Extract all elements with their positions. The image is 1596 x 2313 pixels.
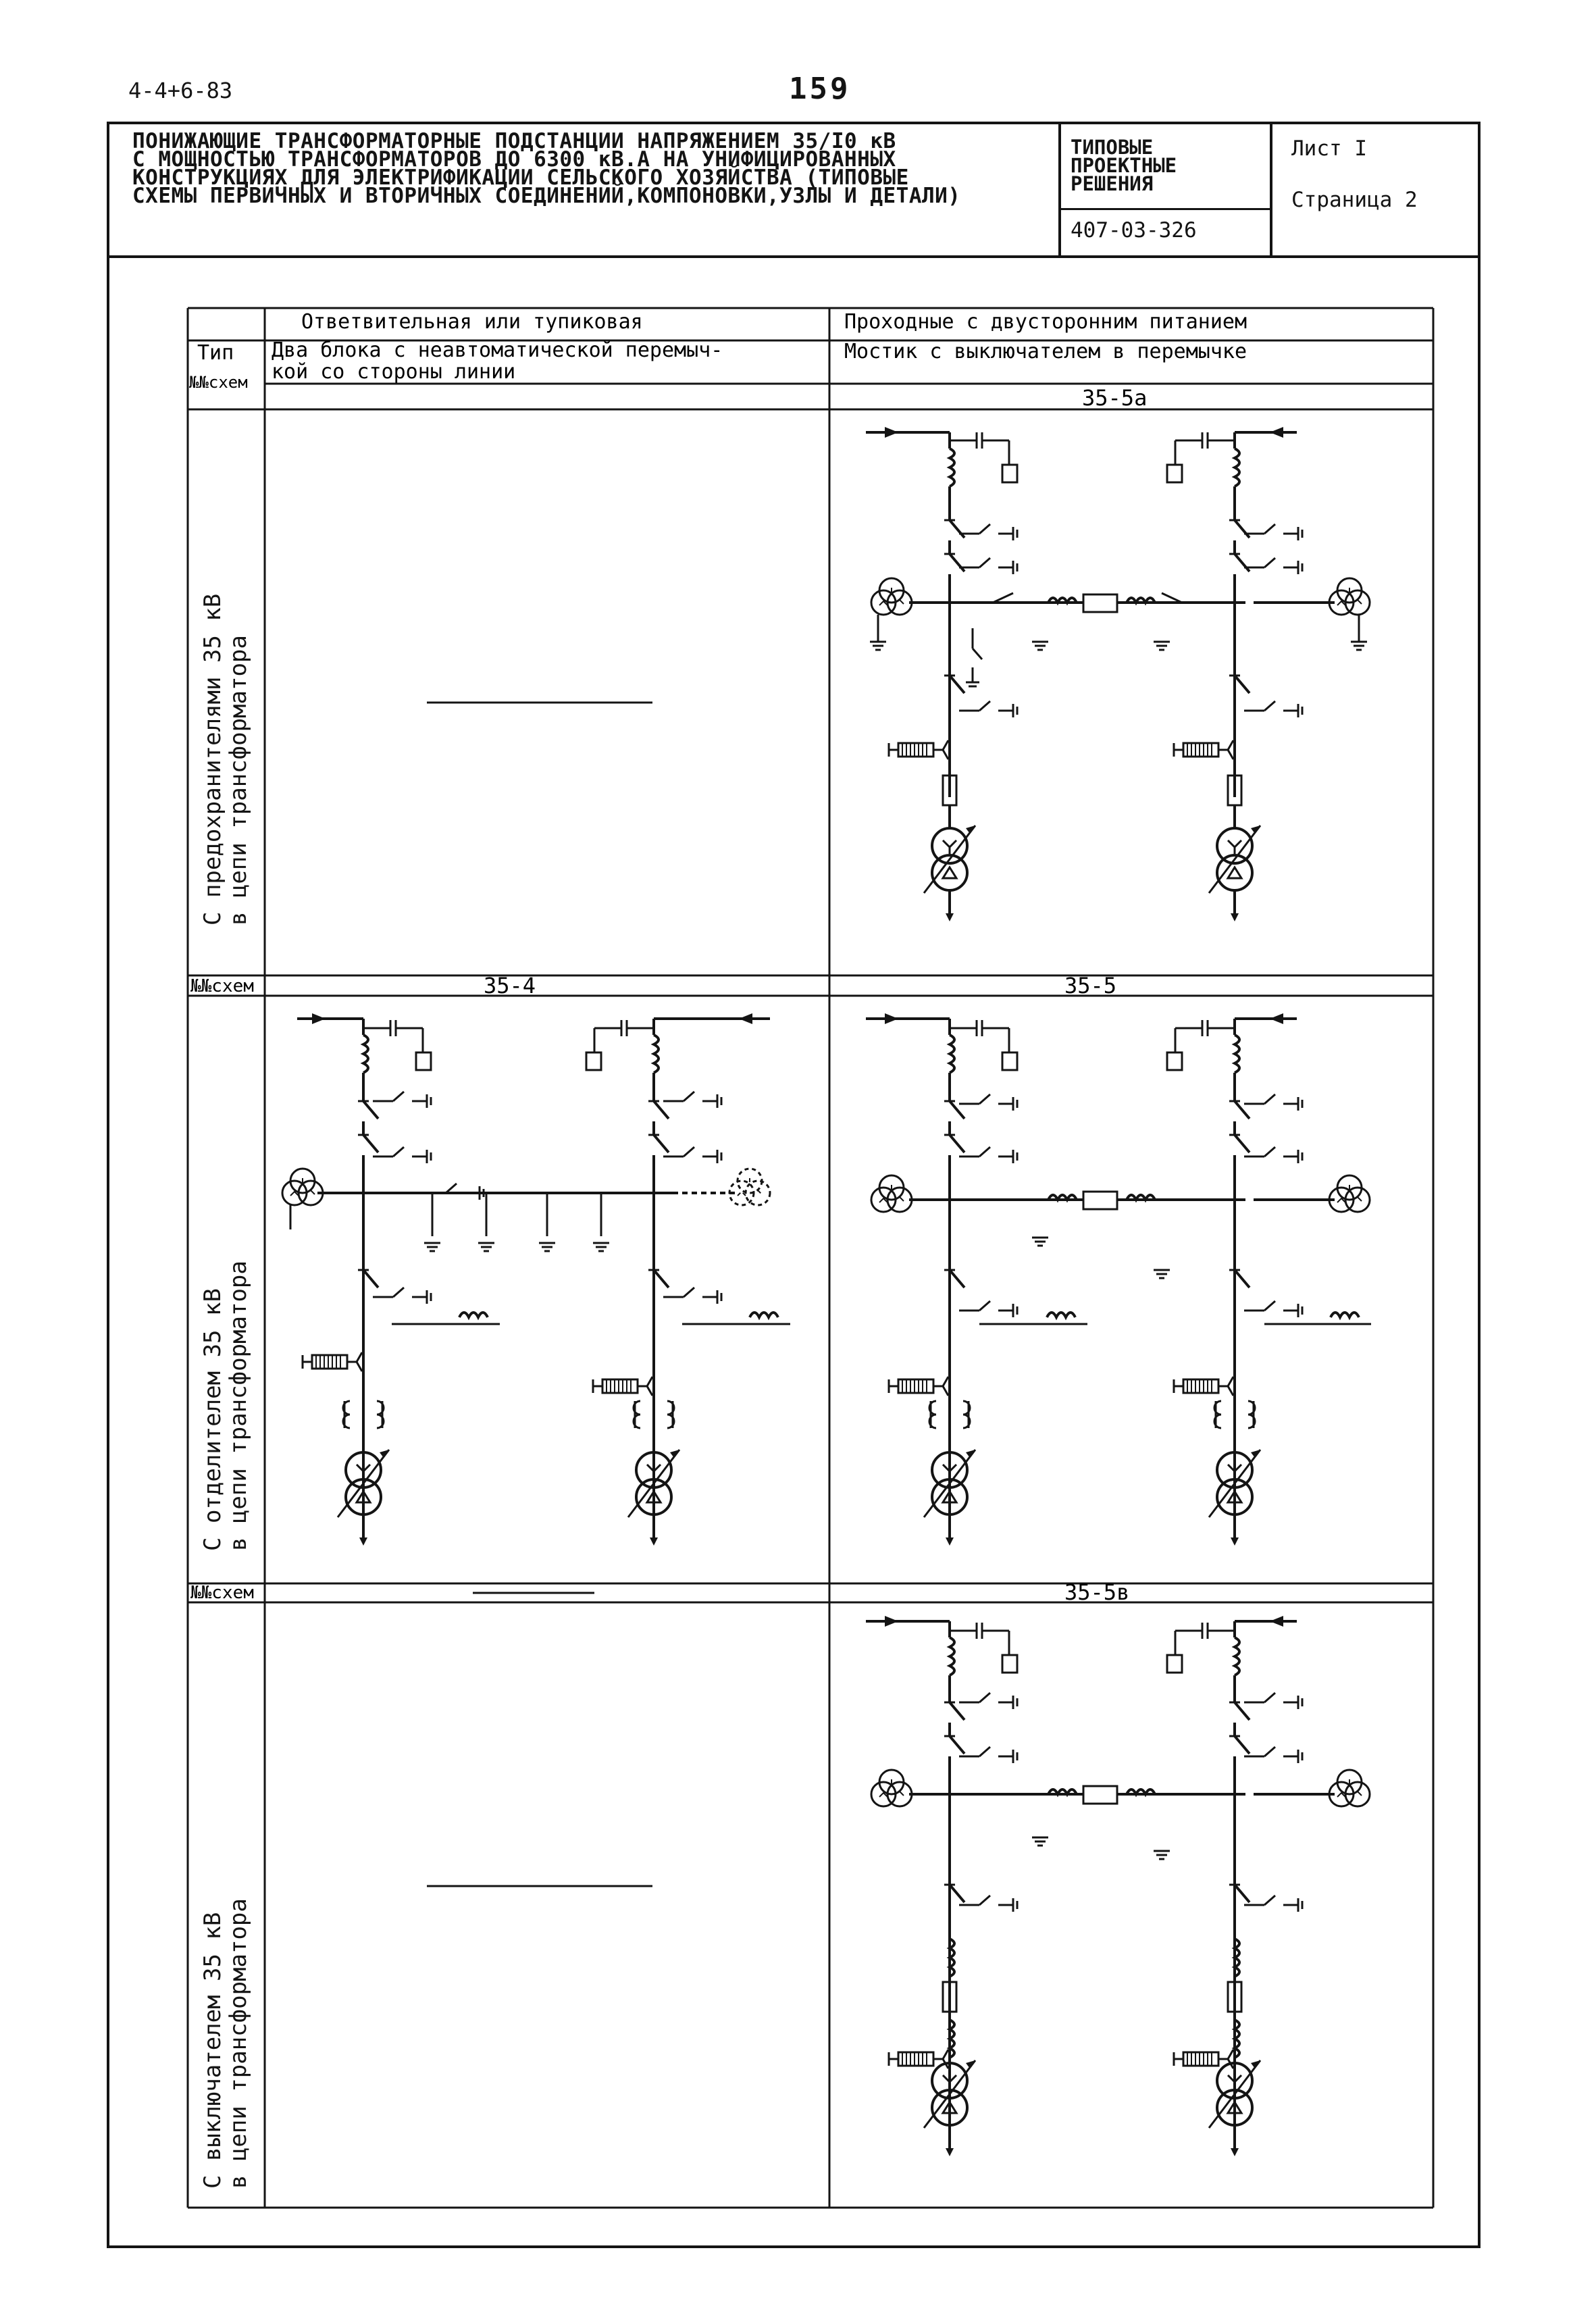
project-code: 407-03-326 — [1071, 218, 1197, 243]
page-number: 159 — [789, 72, 851, 106]
row-label-breaker: С выключателем 35 кВ в цепи трансформато… — [199, 1898, 252, 2189]
title-line: КОНСТРУКЦИЯХ ДЛЯ ЭЛЕКТРИФИКАЦИИ СЕЛЬСКОГ… — [132, 166, 909, 190]
col2-header: Проходные с двусторонним питанием — [844, 310, 1247, 334]
type-label: Тип — [197, 341, 234, 365]
row-label-line: С отделителем 35 кВ — [199, 1288, 226, 1551]
row-label-fuses: С предохранителями 35 кВ в цепи трансфор… — [199, 593, 252, 925]
category-line: РЕШЕНИЯ — [1071, 172, 1154, 195]
category-block: ТИПОВЫЕ ПРОЕКТНЫЕ РЕШЕНИЯ — [1071, 136, 1177, 195]
page-label: Страница 2 — [1291, 188, 1418, 212]
category-line: ПРОЕКТНЫЕ — [1071, 154, 1177, 177]
scheme-label-35-5a: 35-5а — [1082, 385, 1147, 411]
col2-sub: Мостик с выключателем в перемычке — [844, 340, 1247, 363]
title-line: СХЕМЫ ПЕРВИЧНЫХ И ВТОРИЧНЫХ СОЕДИНЕНИЙ,К… — [132, 184, 961, 208]
title-line: С МОЩНОСТЬЮ ТРАНСФОРМАТОРОВ ДО 6300 кВ.А… — [132, 147, 896, 172]
document-title: ПОНИЖАЮЩИЕ ТРАНСФОРМАТОРНЫЕ ПОДСТАНЦИИ Н… — [132, 129, 961, 208]
row-label-line: С предохранителями 35 кВ — [199, 593, 226, 925]
scheme-label-35-4: 35-4 — [484, 973, 536, 998]
row-label-separator: С отделителем 35 кВ в цепи трансформатор… — [199, 1261, 252, 1551]
scheme-diagram-35-5a — [866, 427, 1371, 923]
col1-sub-line: Два блока с неавтоматической перемыч- — [272, 338, 723, 362]
table-grid — [186, 307, 1435, 2209]
scheme-diagram-35-5 — [866, 1013, 1371, 1547]
header-divider-1 — [1058, 122, 1061, 257]
row-label-line: в цепи трансформатора — [225, 1261, 252, 1551]
scheme-no-label: №№схем — [189, 373, 248, 392]
scheme-no-label: №№схем — [190, 1583, 254, 1603]
row-label-line: в цепи трансформатора — [225, 1898, 252, 2189]
scheme-label-35-5: 35-5 — [1064, 973, 1116, 998]
scheme-diagram-35-4 — [281, 1013, 790, 1547]
scheme-label-35-5v: 35-5в — [1064, 1579, 1129, 1605]
sheet-label: Лист I — [1291, 136, 1367, 161]
document-code-top: 4-4+6-83 — [128, 78, 233, 103]
sheet-frame — [107, 122, 1481, 2248]
category-line: ТИПОВЫЕ — [1071, 136, 1154, 159]
col1-sub-line: кой со стороны линии — [272, 360, 515, 384]
scheme-no-label: №№схем — [190, 976, 254, 996]
row-label-line: в цепи трансформатора — [225, 635, 252, 925]
header-code-line — [1058, 208, 1270, 210]
title-line: ПОНИЖАЮЩИЕ ТРАНСФОРМАТОРНЫЕ ПОДСТАНЦИИ Н… — [132, 129, 896, 153]
header-bottom-line — [107, 255, 1481, 258]
col1-header: Ответвительная или тупиковая — [301, 310, 643, 334]
row-label-line: С выключателем 35 кВ — [199, 1912, 226, 2189]
scheme-diagram-35-5v — [866, 1616, 1371, 2158]
header-divider-2 — [1270, 122, 1272, 257]
